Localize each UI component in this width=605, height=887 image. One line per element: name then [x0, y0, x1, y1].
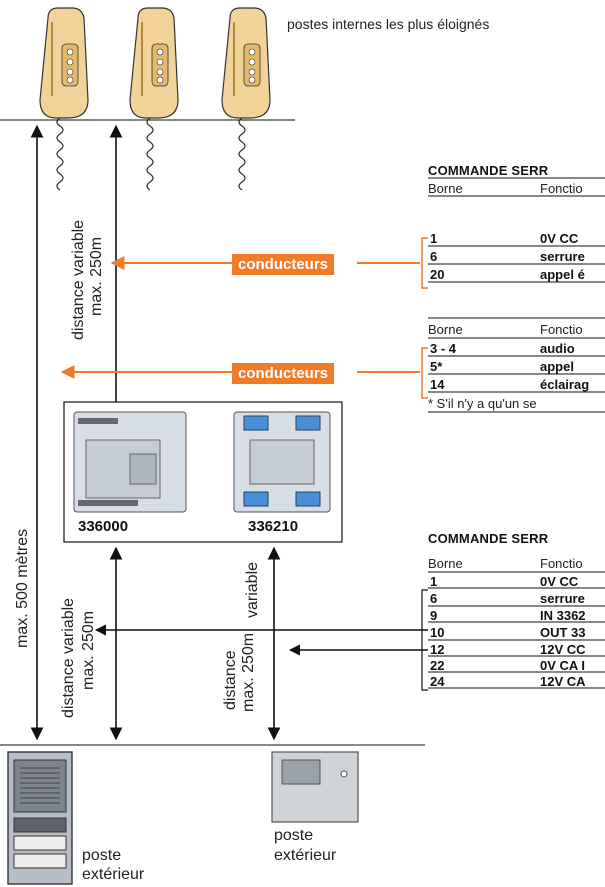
dist-var-top-label-1: distance variable	[70, 219, 87, 340]
table1-row2-borne: 6	[430, 249, 438, 264]
dist-var-bl-label-1: distance variable	[60, 597, 77, 718]
table2-row1-borne: 3 - 4	[430, 341, 457, 356]
table1-row3-fonction: appel é	[540, 267, 585, 282]
table2-header-fonction: Fonctio	[540, 322, 583, 337]
table2-row3-borne: 14	[430, 377, 445, 392]
table3-row1-borne: 1	[430, 574, 438, 589]
table3-row1-fonction: 0V CC	[540, 574, 579, 589]
internal-handset-3	[221, 7, 271, 191]
distance-label: distance	[222, 650, 239, 710]
table1-header-fonction: Fonctio	[540, 181, 583, 196]
table3-row5-fonction: 12V CC	[540, 642, 586, 657]
table2-bracket	[421, 347, 428, 399]
table3-row3-borne: 9	[430, 608, 438, 623]
max-500-label: max. 500 mètres	[14, 528, 31, 648]
table2-header-borne: Borne	[428, 322, 463, 337]
table1-bracket	[421, 237, 428, 289]
table2-row2-fonction: appel	[540, 359, 574, 374]
dist-var-bl-label-2: max. 250m	[80, 610, 97, 690]
table1-title: COMMANDE SERR	[428, 163, 549, 178]
table3-bracket	[421, 589, 428, 691]
module-336000	[73, 411, 187, 513]
table1-row1-fonction: 0V CC	[540, 231, 579, 246]
internal-handset-2	[129, 7, 179, 191]
table3-row7-fonction: 12V CA	[540, 674, 586, 689]
table3-row7-borne: 24	[430, 674, 445, 689]
table1-row3-borne: 20	[430, 267, 445, 282]
table3-row4-fonction: OUT 33	[540, 625, 586, 640]
max-250-label: max. 250m	[240, 632, 257, 712]
table3-title: COMMANDE SERR	[428, 531, 549, 546]
table2-row2-borne: 5*	[430, 359, 443, 374]
table3-row6-fonction: 0V CA I	[540, 658, 586, 673]
table2-row1-fonction: audio	[540, 341, 575, 356]
module-label-336000: 336000	[78, 518, 129, 535]
table3-row3-fonction: IN 3362	[540, 608, 586, 623]
table3-row6-borne: 22	[430, 658, 445, 673]
table2-footnote: * S'il n'y a qu'un se	[428, 396, 537, 411]
module-label-336210: 336210	[248, 518, 299, 535]
bottom-left-caption-2: extérieur	[82, 866, 145, 883]
table-rules	[428, 177, 605, 689]
variable-label: variable	[244, 561, 261, 618]
module-336210	[233, 411, 331, 513]
outdoor-station-left	[7, 751, 73, 885]
table3-row2-borne: 6	[430, 591, 438, 606]
table2-row3-fonction: éclairag	[540, 377, 590, 392]
outdoor-station-right	[271, 751, 359, 823]
table3-header-borne: Borne	[428, 556, 463, 571]
table3-row5-borne: 12	[430, 642, 445, 657]
bottom-left-caption-1: poste	[82, 847, 122, 864]
conducteurs-badge-1: conducteurs	[232, 254, 335, 275]
conducteurs-badge-2: conducteurs	[232, 363, 335, 384]
top-caption: postes internes les plus éloignés	[287, 16, 490, 32]
table3-row4-borne: 10	[430, 625, 445, 640]
bottom-right-caption-1: poste	[274, 827, 314, 844]
table1-row1-borne: 1	[430, 231, 438, 246]
internal-handset-1	[39, 7, 89, 191]
bottom-right-caption-2: extérieur	[274, 847, 337, 864]
table3-header-fonction: Fonctio	[540, 556, 583, 571]
dist-var-top-label-2: max. 250m	[88, 236, 105, 316]
table1-row2-fonction: serrure	[540, 249, 585, 264]
table1-header-borne: Borne	[428, 181, 463, 196]
table3-row2-fonction: serrure	[540, 591, 585, 606]
